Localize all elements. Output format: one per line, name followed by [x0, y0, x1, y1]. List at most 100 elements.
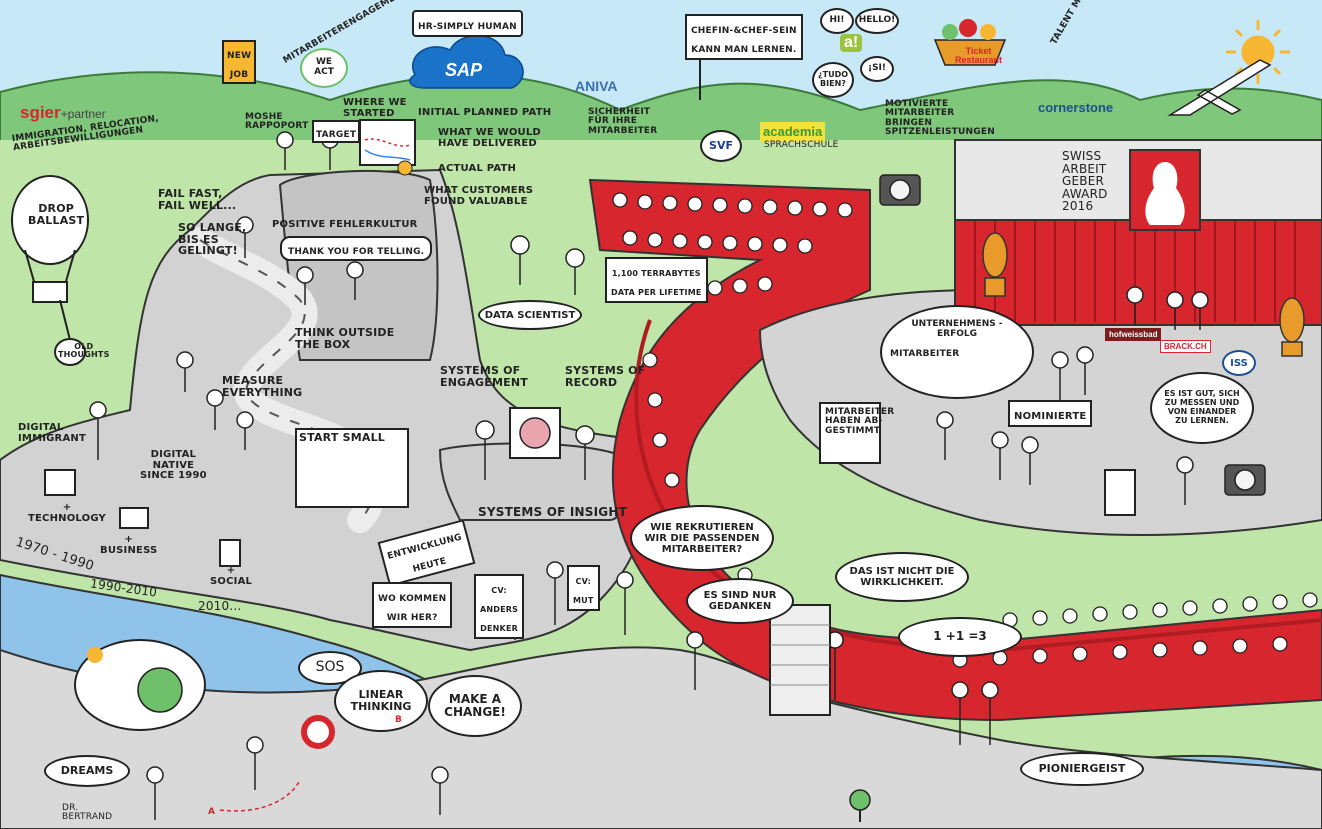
we-act-badge: WE ACT [300, 48, 348, 88]
mitarbeiter-label: MITARBEITER [890, 349, 960, 359]
globe-icon [74, 639, 206, 731]
pioniergeist-text: PIONIERGEIST [1038, 761, 1126, 775]
equation-bubble: 1 +1 =3 [898, 617, 1022, 657]
would-have-label: WHAT WE WOULD HAVE DELIVERED [438, 127, 541, 149]
laptop-icon [119, 507, 149, 529]
we-act-text: WE ACT [314, 57, 334, 77]
trophy-icon [982, 232, 1305, 357]
business-label: + BUSINESS [100, 534, 158, 556]
partner-wordmark: +partner [60, 107, 106, 121]
start-small-board: START SMALL [295, 428, 409, 508]
old-thoughts-label: OLD THOUGHTS [58, 342, 110, 360]
gedanken-text: ES SIND NUR GEDANKEN [703, 590, 777, 612]
digital-immigrant-label: DIGITAL IMMIGRANT [18, 422, 86, 444]
tablet-icon [219, 539, 241, 567]
crowd [612, 192, 1318, 668]
initial-path-label: INITIAL PLANNED PATH [418, 107, 552, 118]
cv-mut-sign: CV: MUT [567, 565, 600, 611]
customers-label: WHAT CUSTOMERS FOUND VALUABLE [424, 185, 534, 207]
technology-label: + TECHNOLOGY [28, 502, 106, 524]
chefin-text: CHEFIN-&CHEF-SEIN KANN MAN LERNEN. [691, 26, 797, 55]
iss-badge: ISS [1222, 350, 1256, 376]
measure-label: MEASURE EVERYTHING [222, 374, 303, 399]
fail-fast-label: FAIL FAST, FAIL WELL... [158, 187, 237, 212]
abgestimmt-label: MITARBEITER HABEN AB- GESTIMMT [825, 407, 895, 436]
social-label: + SOCIAL [210, 565, 253, 587]
brack-text: BRACK.CH [1164, 342, 1207, 351]
engagement-label: SYSTEMS OF ENGAGEMENT [440, 364, 528, 389]
tudo-bien-text: ¿TUDO BIEN? [817, 70, 849, 88]
equation-text: 1 +1 =3 [933, 629, 987, 644]
data-scientist-text: DATA SCIENTIST [484, 309, 576, 321]
rock-plateau [0, 168, 649, 652]
aniva-logo: ANIVA [575, 78, 618, 94]
terrabytes-sign: 1,100 TERRABYTES DATA PER LIFETIME [605, 257, 708, 303]
cv-anders-text: CV: ANDERS DENKER [480, 586, 519, 633]
nominierte-sign: NOMINIERTE [1008, 400, 1093, 427]
chefin-sign: CHEFIN-&CHEF-SEIN KANN MAN LERNEN. [685, 14, 803, 60]
svf-text: SVF [709, 138, 733, 152]
computer-icon [44, 469, 76, 496]
sprachschule-label: SPRACHSCHULE [764, 140, 839, 150]
wo-kommen-sign: WO KOMMEN WIR HER? [372, 582, 453, 628]
hr-simply-human-text: HR-SIMPLY HUMAN [418, 22, 517, 32]
ballot-board [819, 402, 881, 464]
si-text: ¡SI! [867, 63, 887, 74]
route-arrow [219, 779, 301, 812]
nominierte-text: NOMINIERTE [1014, 411, 1087, 422]
fruit-basket-icon [933, 19, 1007, 66]
sicherheit-label: SICHERHEIT FÜR IHRE MITARBEITER [588, 107, 658, 136]
dreams-bubble: DREAMS [44, 755, 130, 787]
hofweissbad-text: hofweissbad [1109, 330, 1158, 339]
messen-bubble: ES IST GUT, SICH ZU MESSEN UND VON EINAN… [1150, 372, 1254, 444]
motivierte-label: MOTIVIERTE MITARBEITER BRINGEN SPITZENLE… [885, 99, 995, 138]
academia-logo: academia [760, 122, 826, 142]
sos-bubble: SOS [298, 651, 362, 685]
gedanken-bubble: ES SIND NUR GEDANKEN [686, 578, 794, 624]
brack-logo: BRACK.CH [1160, 340, 1211, 353]
hi-text: Hi! [829, 15, 845, 26]
academia-text: academia [763, 124, 823, 139]
hi-bubble: Hi! [820, 8, 854, 34]
messen-text: ES IST GUT, SICH ZU MESSEN UND VON EINAN… [1164, 389, 1240, 425]
new-job-text: NEW JOB [227, 51, 252, 80]
hello-text: HELLO! [858, 15, 896, 26]
spotlight-icon [879, 174, 1266, 496]
where-we-started-label: WHERE WE STARTED [343, 97, 407, 119]
tree-icon [849, 789, 871, 822]
award-title: SWISS ARBEIT GEBER AWARD 2016 [1062, 149, 1108, 214]
wirklichkeit-text: DAS IST NICHT DIE WIRKLICHKEIT. [849, 566, 955, 588]
iss-text: ISS [1230, 357, 1248, 369]
pioniergeist-bubble: PIONIERGEIST [1020, 752, 1144, 786]
change-bubble: MAKE A CHANGE! [428, 675, 522, 737]
target-text: TARGET [316, 130, 357, 140]
wirklichkeit-bubble: DAS IST NICHT DIE WIRKLICHKEIT. [835, 552, 969, 602]
sun-icon [1226, 20, 1290, 84]
life-ring-icon [301, 715, 335, 749]
stadium-stands [588, 178, 1322, 722]
era-2010-label: 2010... [198, 599, 242, 613]
hot-air-balloon [11, 175, 89, 366]
a-logo: a! [840, 34, 863, 52]
so-lange-label: SO LANGE, BIS ES GELINGT! [178, 221, 247, 258]
think-outside-label: THINK OUTSIDE THE BOX [295, 326, 395, 351]
cornerstone-logo: cornerstone [1038, 100, 1114, 115]
hello-bubble: HELLO! [855, 8, 899, 34]
cv-anders-sign: CV: ANDERS DENKER [474, 574, 525, 639]
drop-ballast-label: DROP BALLAST [28, 202, 85, 227]
unternehmens-text: UNTERNEHMENS - ERFOLG [911, 318, 1003, 339]
route-a-label: A [208, 807, 216, 817]
svf-badge: SVF [700, 130, 742, 162]
wo-kommen-text: WO KOMMEN WIR HER? [378, 594, 447, 623]
award-logo-figure [1145, 162, 1185, 225]
cv-mut-text: CV: MUT [573, 577, 594, 605]
start-small-text: START SMALL [299, 431, 385, 444]
actual-path-label: ACTUAL PATH [438, 163, 517, 174]
sos-text: SOS [315, 659, 345, 676]
data-scientist-bubble: DATA SCIENTIST [478, 300, 582, 330]
sgier-logo: sgier+partner [20, 103, 106, 123]
sgier-wordmark: sgier [20, 103, 61, 122]
entwicklung-text: ENTWICKLUNG HEUTE [386, 532, 463, 575]
dreams-text: DREAMS [60, 763, 114, 777]
